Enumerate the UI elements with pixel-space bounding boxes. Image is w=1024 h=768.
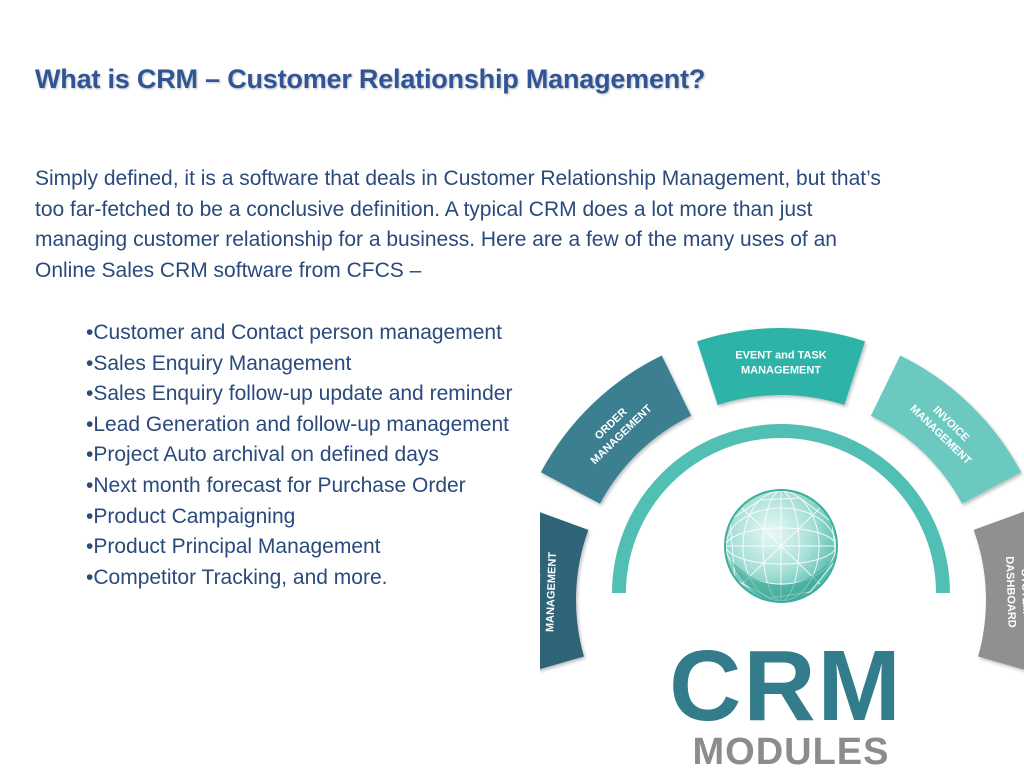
crm-wordmark: CRM <box>669 630 903 742</box>
inner-ring-arc <box>612 424 950 594</box>
feature-item: Product Campaigning <box>86 502 512 533</box>
segment-system-dashboard <box>973 511 1024 670</box>
intro-line: Simply defined, it is a software that de… <box>35 167 881 190</box>
intro-paragraph: Simply defined, it is a software that de… <box>35 164 1003 286</box>
feature-item: Sales Enquiry Management <box>86 349 512 380</box>
feature-item: Sales Enquiry follow-up update and remin… <box>86 379 512 410</box>
globe-icon <box>724 489 838 603</box>
feature-item: Competitor Tracking, and more. <box>86 563 512 594</box>
feature-item: Customer and Contact person management <box>86 318 512 349</box>
slide-title: What is CRM – Customer Relationship Mana… <box>35 64 706 94</box>
feature-list: Customer and Contact person management S… <box>86 318 512 593</box>
feature-item: Product Principal Management <box>86 532 512 563</box>
segment-client-management-label: CLIENTMANAGEMENT <box>540 551 559 632</box>
segment-event-task-management <box>696 328 866 406</box>
intro-line: managing customer relationship for a bus… <box>35 228 837 252</box>
segment-system-dashboard-label: SYSTEMDASHBOARD <box>1003 556 1024 628</box>
feature-item: Lead Generation and follow-up management <box>86 410 512 441</box>
intro-line: Online Sales CRM software from CFCS – <box>35 258 422 282</box>
segment-client-management <box>540 512 589 670</box>
feature-item: Project Auto archival on defined days <box>86 440 512 471</box>
intro-line: too far-fetched to be a conclusive defin… <box>35 197 813 221</box>
feature-item: Next month forecast for Purchase Order <box>86 471 512 502</box>
modules-wordmark: MODULES <box>693 731 890 768</box>
segment-invoice-management <box>870 355 1022 504</box>
segment-order-management <box>540 355 692 504</box>
